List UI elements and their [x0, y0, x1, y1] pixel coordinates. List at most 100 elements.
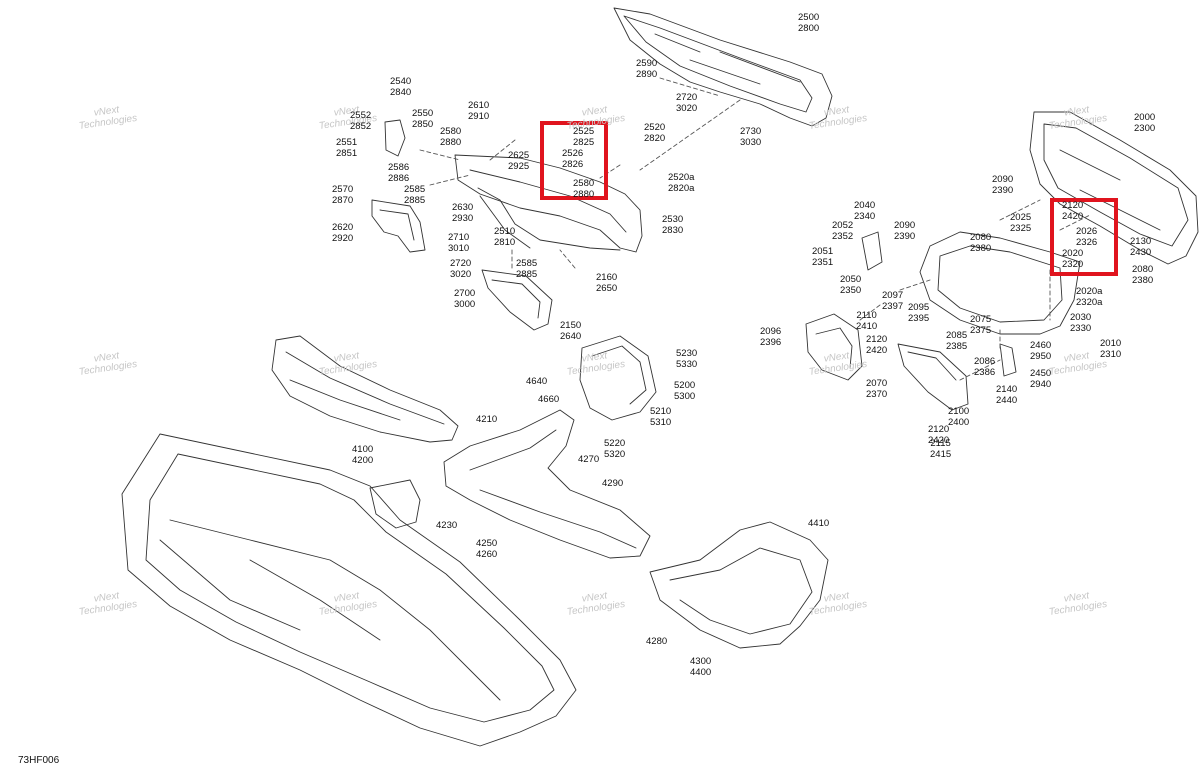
- callout-number: 2120: [866, 334, 888, 345]
- callout-number: 2070: [866, 378, 888, 389]
- callout-alt-number: 2650: [596, 283, 618, 294]
- floor-panel-4250: [443, 409, 651, 559]
- callout-4210[interactable]: 4210: [476, 414, 497, 425]
- callout-alt-number: 3020: [676, 103, 698, 114]
- callout-number: 2570: [332, 184, 354, 195]
- callout-alt-number: 2386: [974, 367, 996, 378]
- callout-4290[interactable]: 4290: [602, 478, 623, 489]
- callout-4270[interactable]: 4270: [578, 454, 599, 465]
- callout-alt-number: 4260: [476, 549, 498, 560]
- callout-number: 5220: [604, 438, 626, 449]
- callout-alt-number: 2885: [516, 269, 538, 280]
- callout-alt-number: 2886: [388, 173, 410, 184]
- callout-4280[interactable]: 4280: [646, 636, 667, 647]
- callout-4230[interactable]: 4230: [436, 520, 457, 531]
- callout-4660[interactable]: 4660: [538, 394, 559, 405]
- callout-alt-number: 2397: [882, 301, 904, 312]
- callout-number: 4640: [526, 376, 548, 387]
- callout-alt-number: 2375: [970, 325, 992, 336]
- hinge-bracket-right: [805, 231, 883, 381]
- callout-alt-number: 2370: [866, 389, 888, 400]
- callout-number: 2700: [454, 288, 476, 299]
- callout-number: 2500: [798, 12, 820, 23]
- callout-alt-number: 2850: [412, 119, 434, 130]
- callout-alt-number: 5300: [674, 391, 696, 402]
- callout-4640[interactable]: 4640: [526, 376, 547, 387]
- callout-4410[interactable]: 4410: [808, 518, 829, 529]
- callout-number: 2096: [760, 326, 782, 337]
- callout-alt-number: 2940: [1030, 379, 1052, 390]
- callout-alt-number: 2820: [644, 133, 666, 144]
